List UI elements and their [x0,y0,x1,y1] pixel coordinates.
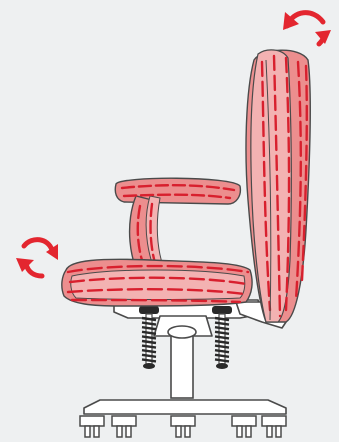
spring-coil [215,323,229,325]
seat-mechanism [114,300,286,369]
spring-coil [142,355,156,357]
spring-coil [215,341,229,343]
spring-coil [142,341,156,343]
star-foot [84,400,286,414]
spring-coil [215,332,229,334]
backrest [246,50,310,322]
spring-coil [142,332,156,334]
spring-coil [215,350,229,352]
spring-coil [215,359,229,361]
spring-coil [215,327,229,329]
seat-cushion [62,259,252,306]
spring-coil [215,336,229,338]
rotate-arrow-icon [283,12,331,44]
chair-base [80,328,286,437]
spring-coil [142,323,156,325]
spring-coil [142,350,156,352]
caster-wheels [80,416,286,437]
spring-coil [142,346,156,348]
spring-coil [215,346,229,348]
rotate-arrow-icon [16,240,58,276]
spring-coil [215,355,229,357]
spring-coil [142,327,156,329]
spring-coil [142,359,156,361]
